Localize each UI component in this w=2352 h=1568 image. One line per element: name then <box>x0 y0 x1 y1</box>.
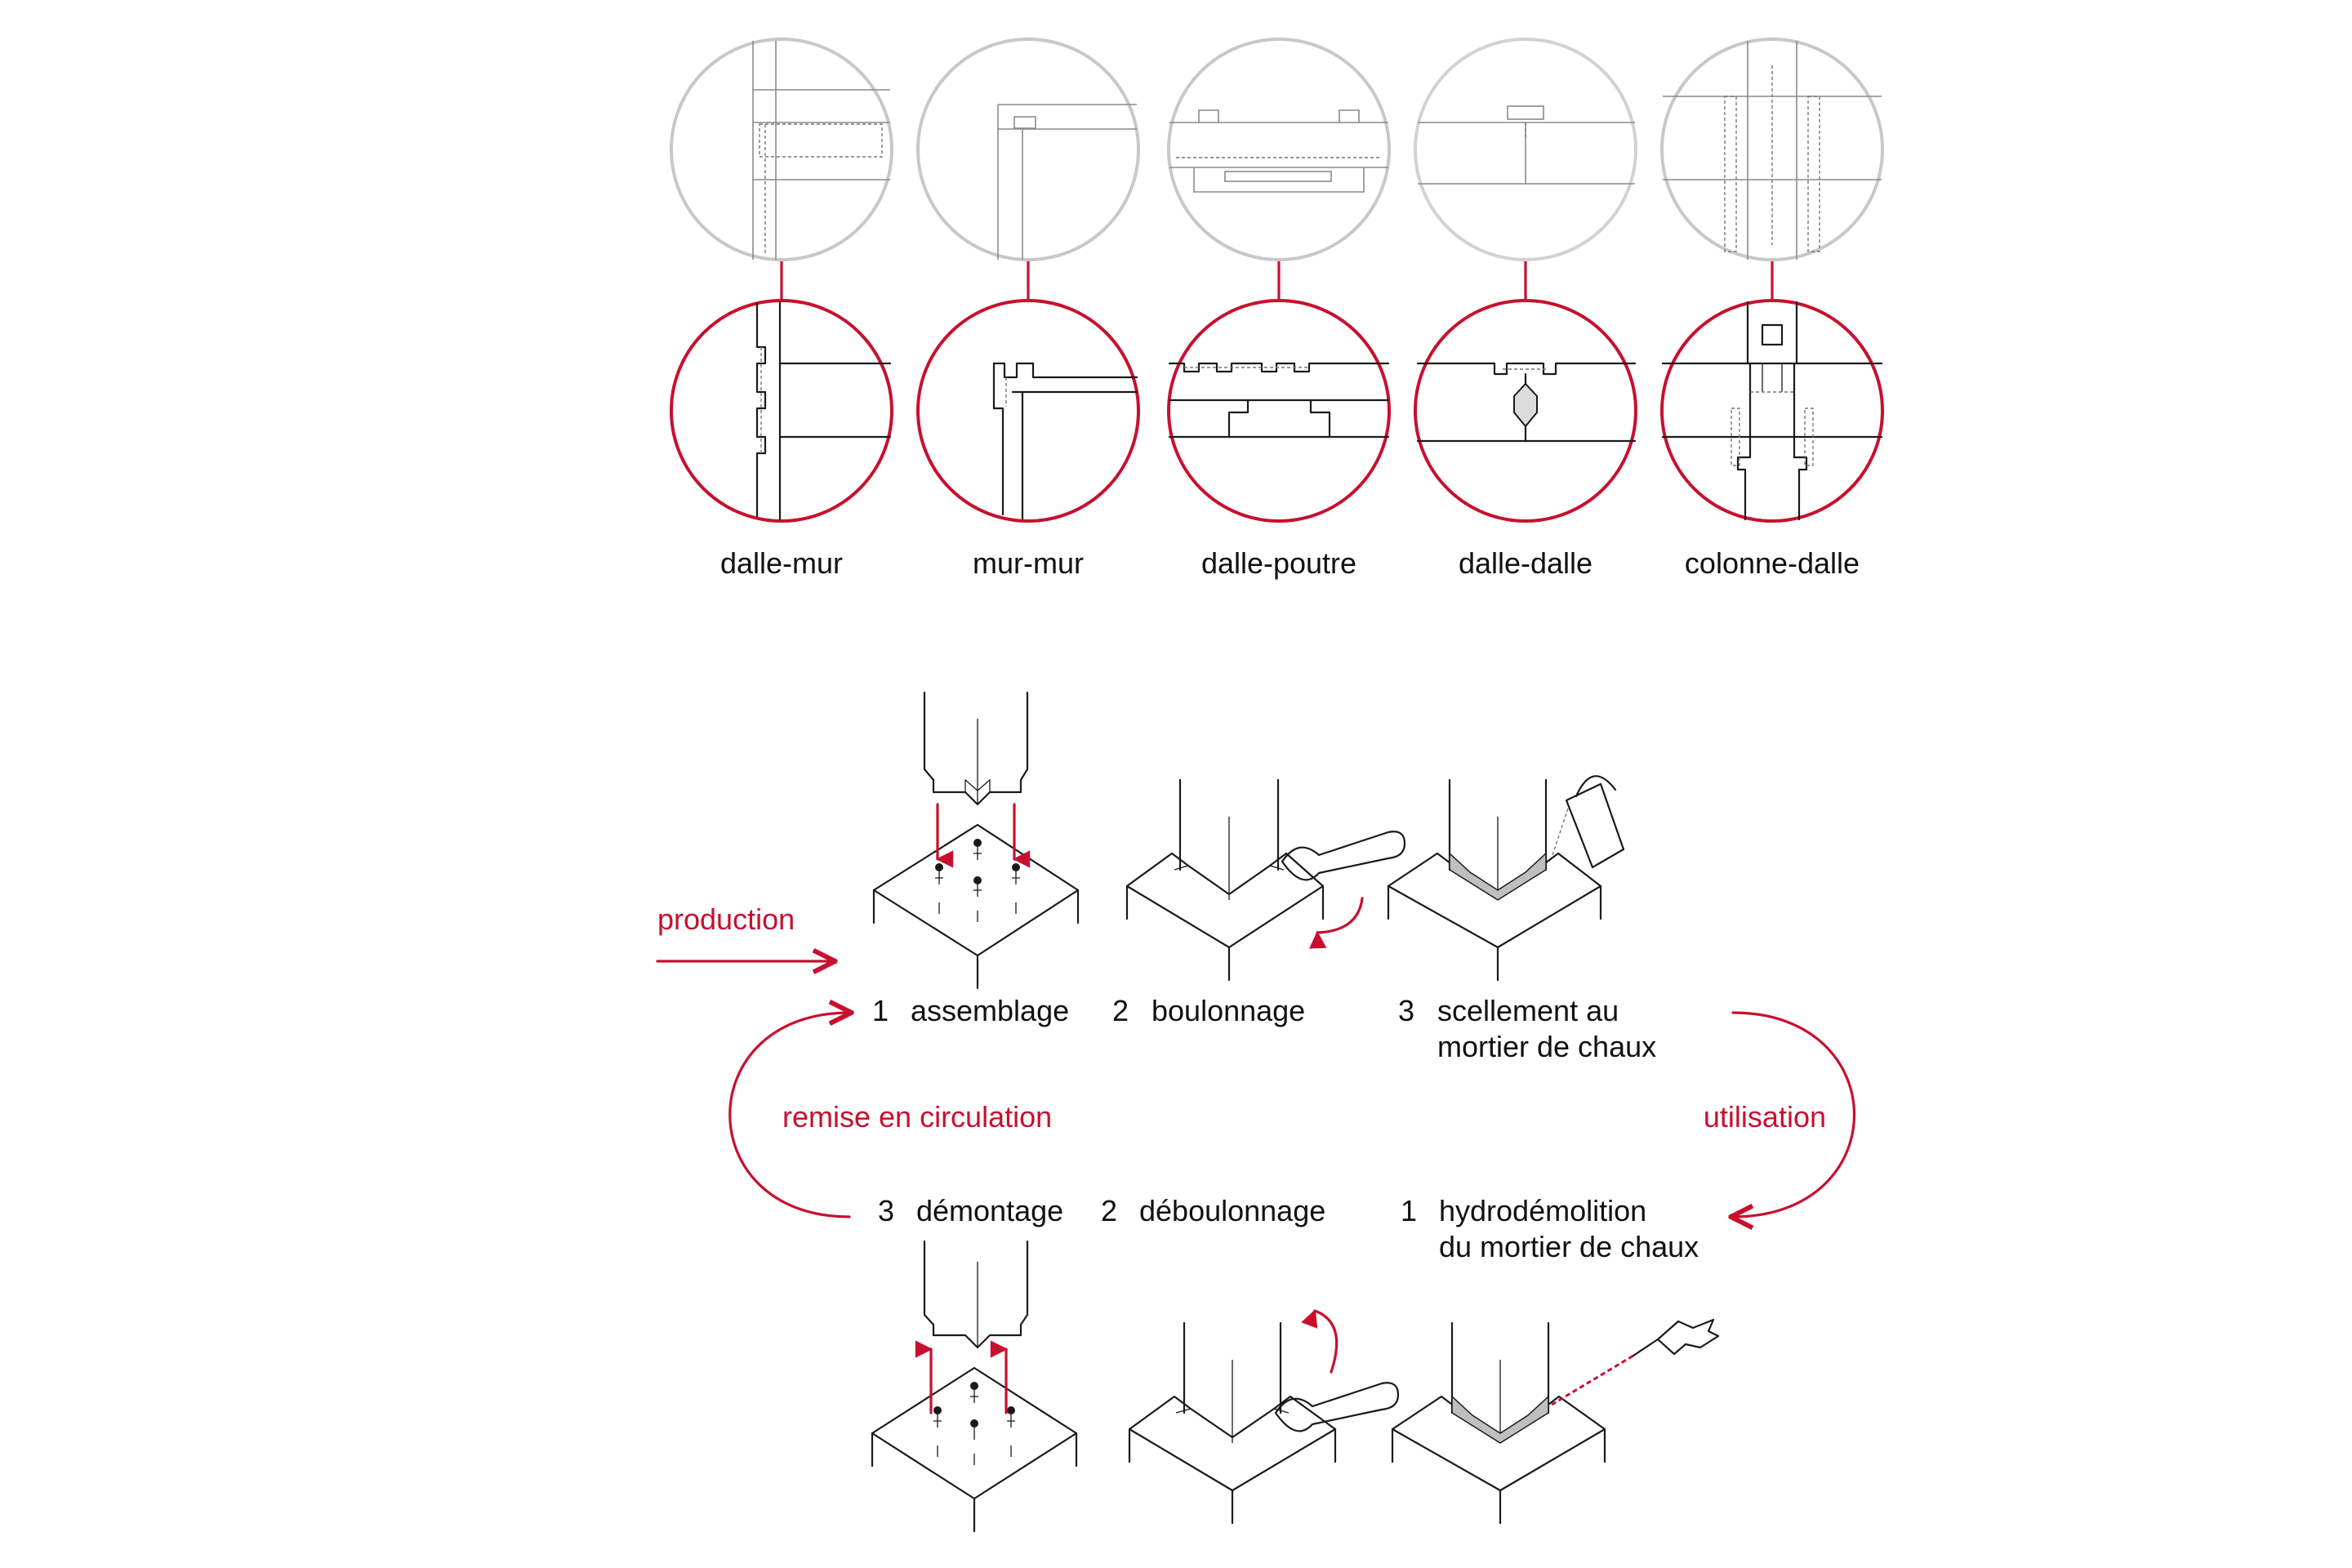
step-number: 2 <box>1101 1194 1117 1227</box>
detail-drawing <box>1661 301 1883 521</box>
joint-mur-mur <box>916 38 1140 523</box>
remise-flow: remise en circulation <box>728 1013 1052 1218</box>
overview-circle <box>916 38 1140 261</box>
utilisation-flow: utilisation <box>1704 1011 1856 1217</box>
joint-label: dalle-mur <box>720 546 843 580</box>
step-label: démontage <box>916 1194 1063 1227</box>
joint-dalle-mur <box>670 38 893 523</box>
detail-drawing <box>1416 362 1637 443</box>
water-jet-icon <box>1551 1318 1720 1406</box>
step-hydrodemolition: 1 hydrodémolition du mortier de chaux <box>1401 1194 1699 1263</box>
wrench-icon <box>1274 1382 1400 1432</box>
illustration-demontage <box>871 1240 1078 1533</box>
step-number: 3 <box>1398 994 1414 1027</box>
overview-circle <box>1660 38 1884 261</box>
joint-label: dalle-poutre <box>1201 546 1356 580</box>
step-label: assemblage <box>911 994 1069 1027</box>
illustration-boulonnage <box>1125 778 1406 982</box>
joint-details: dalle-mur mur-mur dalle-poutre dalle-dal… <box>670 38 1884 580</box>
step-number: 1 <box>872 994 889 1027</box>
step-number: 3 <box>878 1194 894 1227</box>
overview-circle <box>1167 38 1391 261</box>
overview-circle <box>670 38 893 261</box>
overview-drawing <box>752 41 890 260</box>
step-label: scellement au <box>1437 994 1619 1027</box>
bolt-icons <box>933 1382 1015 1465</box>
bottom-steps: 3 démontage 2 déboulonnage 1 hydrodémoli… <box>878 1194 1699 1263</box>
joint-dalle-poutre <box>1167 38 1391 523</box>
step-label: hydrodémolition <box>1439 1194 1646 1227</box>
detail-circle <box>1167 299 1391 523</box>
production-flow: production <box>656 902 833 961</box>
step-label: déboulonnage <box>1139 1194 1325 1227</box>
joint-labels: dalle-mur mur-mur dalle-poutre dalle-dal… <box>720 546 1860 580</box>
bolt-icons <box>935 839 1020 922</box>
detail-drawing <box>992 362 1138 520</box>
remise-label: remise en circulation <box>782 1100 1052 1134</box>
illustration-hydrodemolition <box>1391 1318 1720 1525</box>
detail-circle <box>1414 299 1637 523</box>
detail-circle <box>916 299 1140 523</box>
step-scellement: 3 scellement au mortier de chaux <box>1398 994 1656 1063</box>
production-label: production <box>657 902 795 936</box>
illustration-scellement <box>1387 775 1625 982</box>
detail-circle <box>1660 299 1884 523</box>
joint-label: mur-mur <box>973 546 1084 580</box>
step-assemblage: 1 assemblage <box>872 994 1069 1027</box>
overview-drawing <box>1169 109 1388 193</box>
bucket-icon <box>1551 775 1625 869</box>
joint-dalle-dalle <box>1414 38 1637 523</box>
wrench-icon <box>1281 831 1406 881</box>
overview-drawing <box>997 104 1137 260</box>
step-boulonnage: 2 boulonnage <box>1112 994 1305 1027</box>
joint-colonne-dalle <box>1660 38 1884 523</box>
step-label-line2: du mortier de chaux <box>1439 1230 1699 1263</box>
illustration-assemblage <box>872 691 1080 990</box>
step-number: 2 <box>1112 994 1129 1027</box>
illustration-deboulonnage <box>1128 1309 1400 1525</box>
overview-drawing <box>1663 41 1882 260</box>
step-deboulonnage: 2 déboulonnage <box>1101 1194 1325 1227</box>
joint-label: dalle-dalle <box>1459 546 1592 580</box>
detail-drawing <box>755 301 892 521</box>
utilisation-label: utilisation <box>1704 1100 1826 1134</box>
detail-circle <box>670 299 893 523</box>
overview-drawing <box>1418 105 1635 185</box>
step-label: boulonnage <box>1152 994 1305 1027</box>
overview-circle <box>1414 38 1637 261</box>
step-demontage: 3 démontage <box>878 1194 1063 1227</box>
step-number: 1 <box>1401 1194 1417 1227</box>
joint-label: colonne-dalle <box>1685 546 1860 580</box>
step-label-line2: mortier de chaux <box>1437 1030 1656 1063</box>
connector-lines <box>780 258 1774 302</box>
top-steps: 1 assemblage 2 boulonnage 3 scellement a… <box>872 994 1656 1063</box>
detail-drawing <box>1168 362 1390 439</box>
